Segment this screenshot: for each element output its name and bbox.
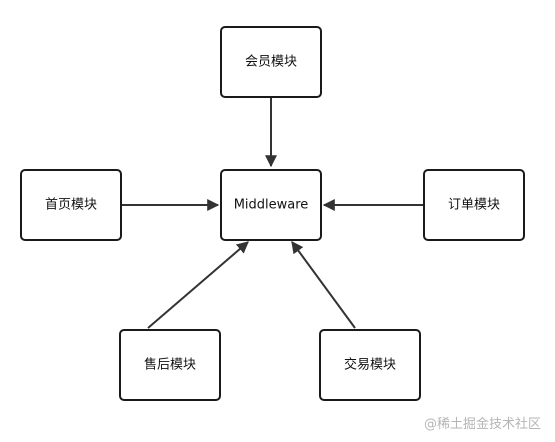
node-middleware: Middleware	[220, 169, 322, 241]
node-member: 会员模块	[220, 26, 322, 98]
edge-aftersale-to-middleware	[147, 241, 249, 329]
node-aftersale: 售后模块	[119, 329, 221, 401]
edge-trade-to-middleware	[291, 241, 356, 329]
node-trade: 交易模块	[319, 329, 421, 401]
node-order-label: 订单模块	[448, 198, 500, 213]
node-home-label: 首页模块	[45, 198, 97, 213]
watermark: @稀土掘金技术社区	[423, 417, 541, 432]
node-member-label: 会员模块	[245, 55, 297, 70]
node-middleware-label: Middleware	[234, 198, 309, 213]
node-aftersale-label: 售后模块	[144, 357, 196, 373]
node-trade-label: 交易模块	[344, 357, 396, 373]
node-order: 订单模块	[423, 169, 525, 241]
node-home: 首页模块	[20, 169, 122, 241]
